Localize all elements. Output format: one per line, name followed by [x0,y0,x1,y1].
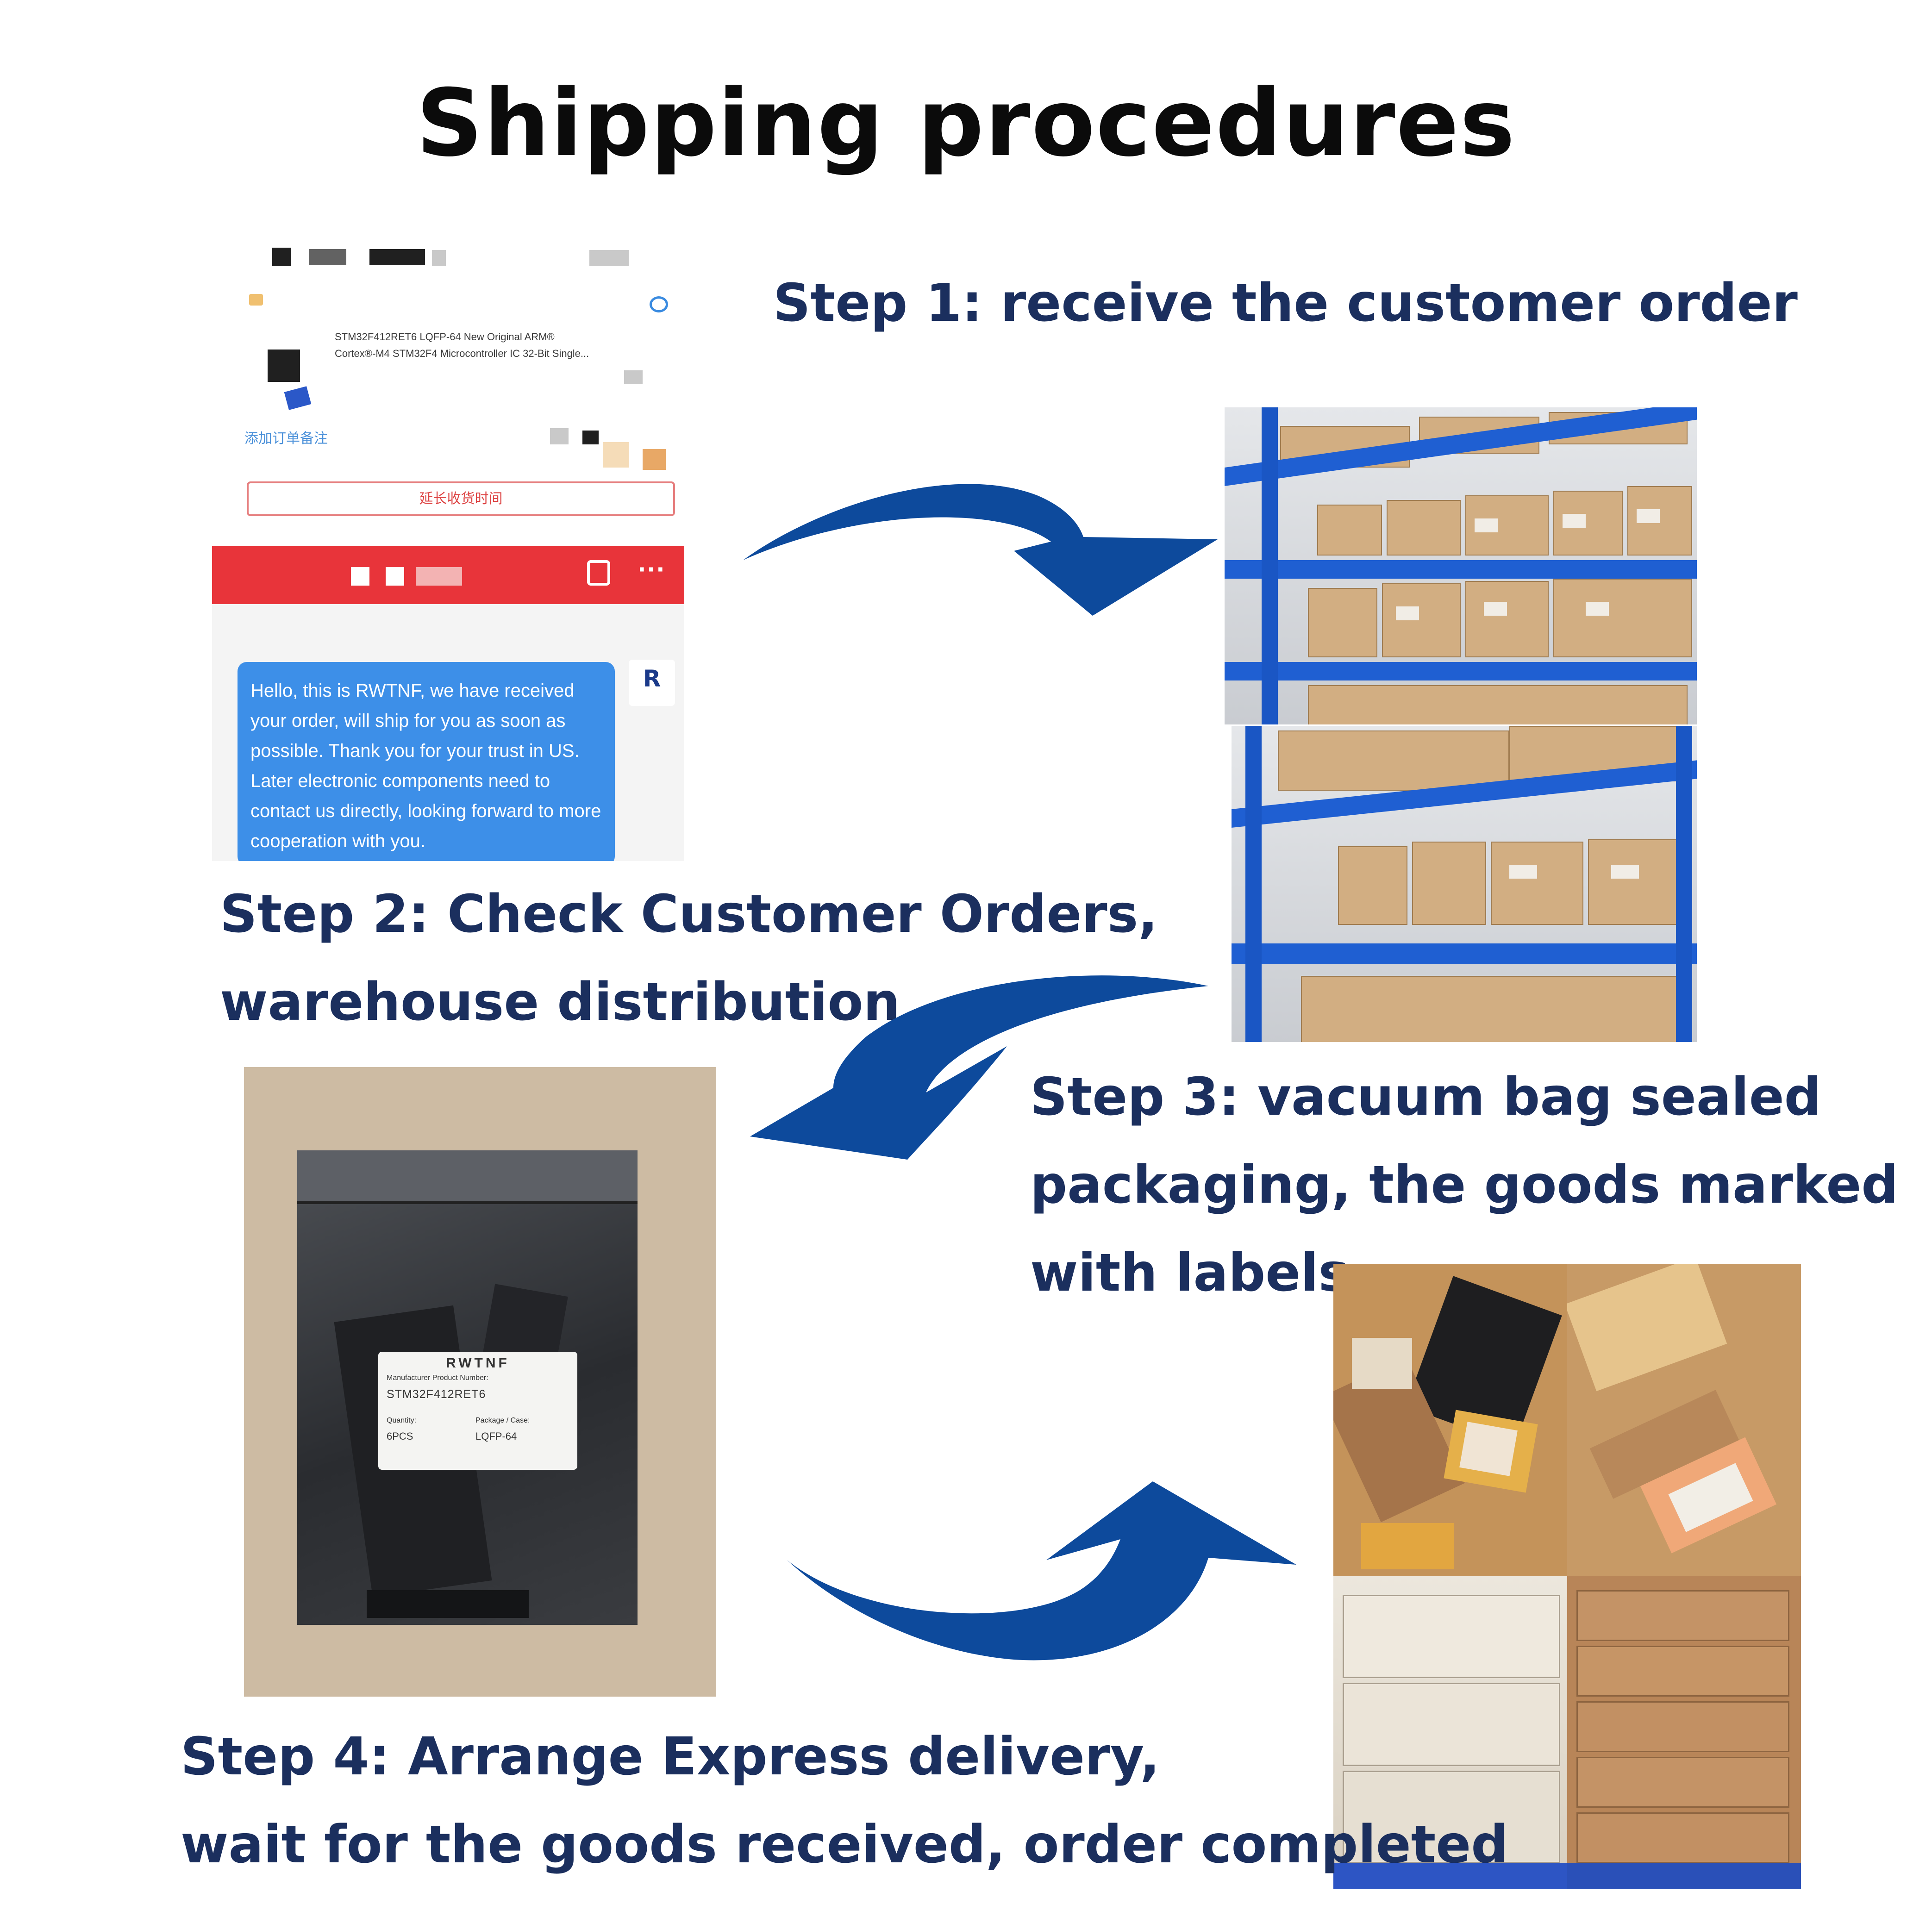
arrow-step2-to-step3-icon [750,975,1208,1160]
label-package: LQFP-64 [475,1430,517,1442]
label-mpn-caption: Manufacturer Product Number: [387,1374,488,1382]
product-title-line1: STM32F412RET6 LQFP-64 New Original ARM® [335,331,555,343]
step-1-text: Step 1: receive the customer order [773,259,1798,347]
step-4-line-1: Step 4: Arrange Express delivery, [181,1727,1160,1787]
more-options-icon[interactable]: ··· [638,554,666,585]
order-screenshot: STM32F412RET6 LQFP-64 New Original ARM® … [212,236,684,861]
arrow-step1-to-step2-icon [743,484,1218,616]
arrow-step3-to-step4-icon [787,1481,1296,1661]
chat-message-bubble: Hello, this is RWTNF, we have received y… [238,662,615,861]
seller-avatar-letter: R [643,665,661,692]
step-2-text: Step 2: Check Customer Orders, warehouse… [220,870,1158,1046]
label-mpn: STM32F412RET6 [387,1388,486,1401]
clipboard-icon[interactable] [587,560,610,586]
add-order-note-link[interactable]: 添加订单备注 [244,431,328,446]
step-3-line-2: packaging, the goods marked [1030,1155,1899,1215]
step-3-text: Step 3: vacuum bag sealed packaging, the… [1030,1053,1898,1317]
product-label: RWTNF Manufacturer Product Number: STM32… [378,1352,577,1470]
page-title: Shipping procedures [416,69,1516,177]
step-3-line-3: with labels [1030,1243,1350,1303]
step-3-line-1: Step 3: vacuum bag sealed [1030,1067,1821,1127]
chat-header-bar: ··· [212,546,684,604]
label-qty: 6PCS [387,1430,413,1442]
label-qty-caption: Quantity: [387,1417,417,1424]
label-package-caption: Package / Case: [475,1417,530,1424]
extend-receipt-button[interactable]: 延长收货时间 [247,481,675,516]
parcels-collage-photo [1333,1264,1801,1889]
step-2-line-1: Step 2: Check Customer Orders, [220,884,1158,944]
step-4-text: Step 4: Arrange Express delivery, wait f… [181,1713,1508,1889]
warehouse-shelves-photo-2 [1232,726,1697,1042]
chat-icon[interactable] [650,296,668,312]
crown-icon [249,294,263,306]
step-2-line-2: warehouse distribution [220,972,900,1032]
step-1-line: Step 1: receive the customer order [773,273,1798,333]
product-title-line2: Cortex®-M4 STM32F4 Microcontroller IC 32… [335,348,589,359]
chat-message-text: Hello, this is RWTNF, we have received y… [250,680,601,851]
seller-avatar: R [629,660,675,706]
product-thumbnail [268,350,300,382]
step-4-line-2: wait for the goods received, order compl… [181,1815,1508,1875]
warehouse-shelves-photo-1 [1225,407,1697,724]
label-brand: RWTNF [446,1355,510,1371]
vacuum-bag-photo: RWTNF Manufacturer Product Number: STM32… [244,1067,716,1697]
